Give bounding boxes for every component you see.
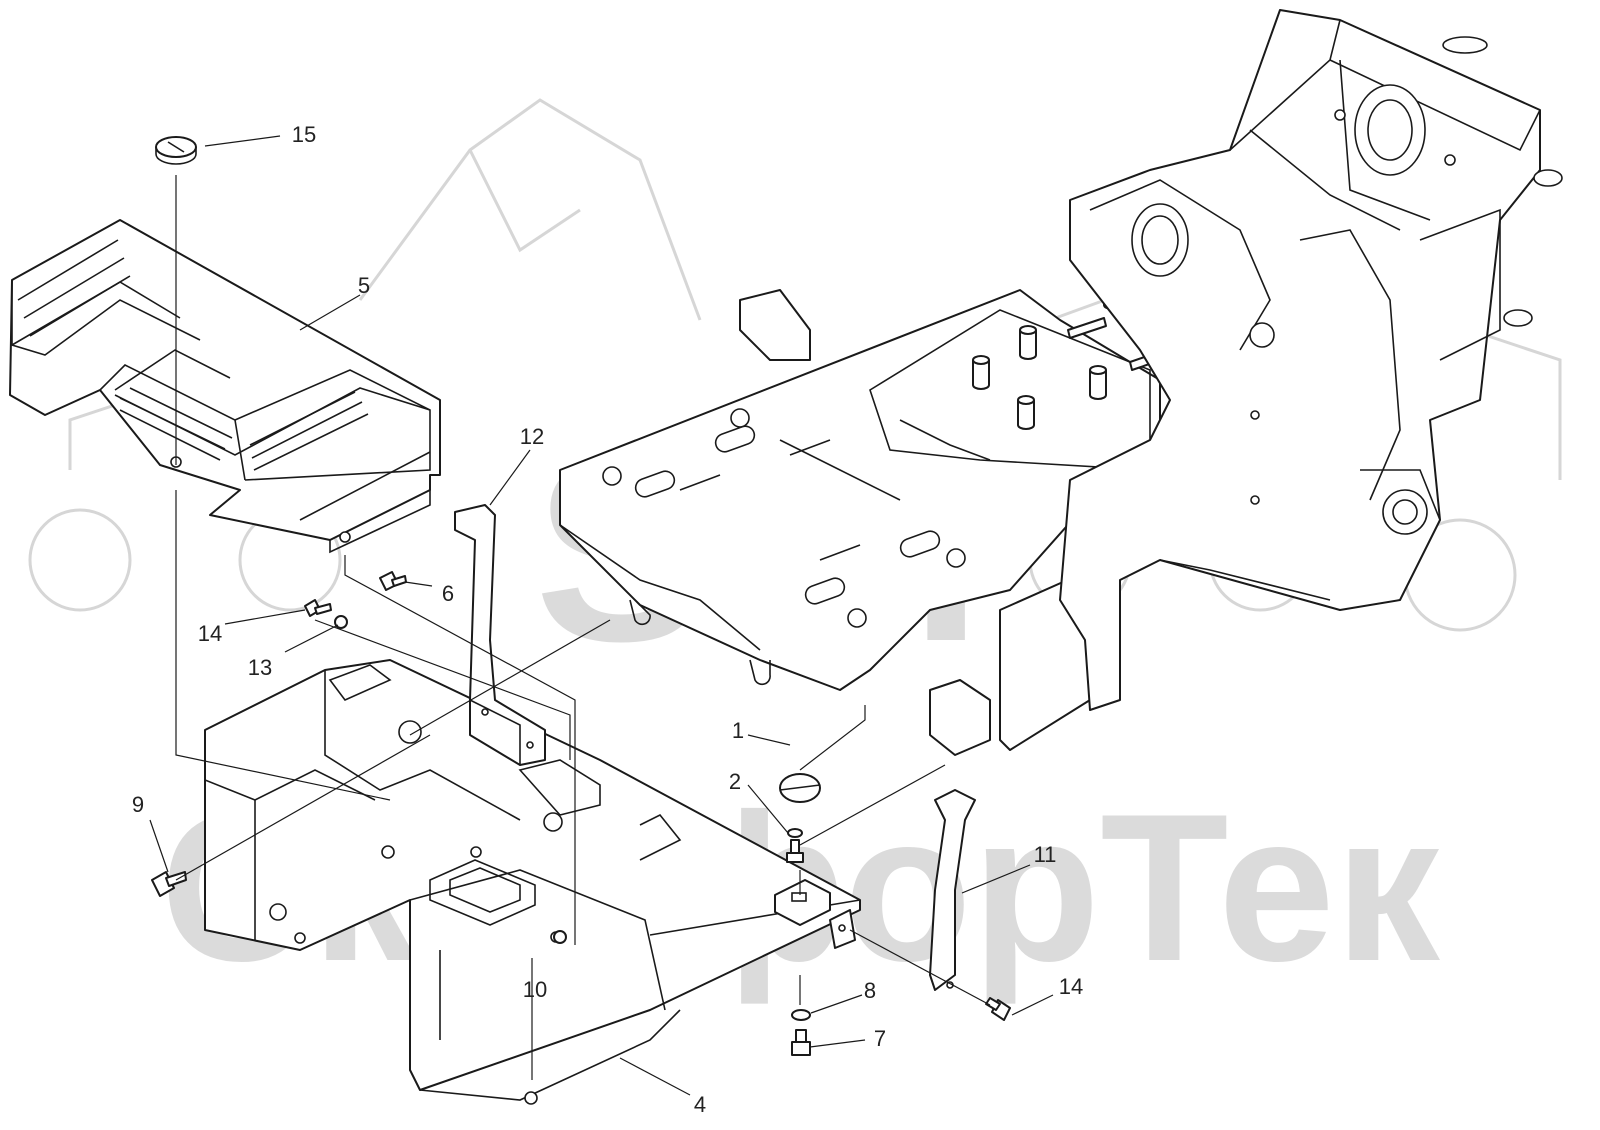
callout-7: 7 — [874, 1026, 886, 1051]
part-disc-1 — [779, 773, 821, 803]
part-right-bracket — [829, 789, 976, 991]
part-washer-2 — [787, 828, 803, 838]
part-pad — [774, 879, 831, 926]
callout-12: 12 — [520, 424, 544, 449]
part-base-frame — [204, 659, 861, 1105]
callout-5: 5 — [358, 273, 370, 298]
callout-labels: 1 2 4 5 6 7 8 9 10 11 12 13 14 14 15 — [132, 122, 1083, 1117]
callout-8: 8 — [864, 978, 876, 1003]
callout-10: 10 — [523, 977, 547, 1002]
part-bolt-2 — [786, 839, 804, 863]
part-swing-frame — [1059, 9, 1563, 711]
part-main-chassis — [559, 275, 1168, 756]
callout-leaders — [149, 135, 1054, 1096]
callout-9: 9 — [132, 792, 144, 817]
callout-1: 1 — [732, 718, 744, 743]
part-cap — [155, 136, 197, 165]
callout-13: 13 — [248, 655, 272, 680]
callout-14a: 14 — [198, 621, 222, 646]
callout-11: 11 — [1034, 842, 1057, 867]
callout-15: 15 — [292, 122, 316, 147]
callout-2: 2 — [729, 769, 741, 794]
part-bolt-6 — [379, 571, 407, 591]
assembly-lines — [175, 175, 991, 1080]
part-bolt-14b — [985, 997, 1011, 1021]
part-washer-10 — [553, 930, 567, 944]
part-bolt-14a — [304, 599, 332, 617]
callout-6: 6 — [442, 581, 454, 606]
part-step-platform — [9, 219, 441, 554]
part-bolt-9 — [151, 871, 187, 897]
callout-14b: 14 — [1059, 974, 1083, 999]
callout-4: 4 — [694, 1092, 706, 1117]
part-left-bracket — [454, 504, 546, 766]
part-washer-8 — [791, 1009, 811, 1021]
part-bolt-7 — [791, 1029, 811, 1056]
